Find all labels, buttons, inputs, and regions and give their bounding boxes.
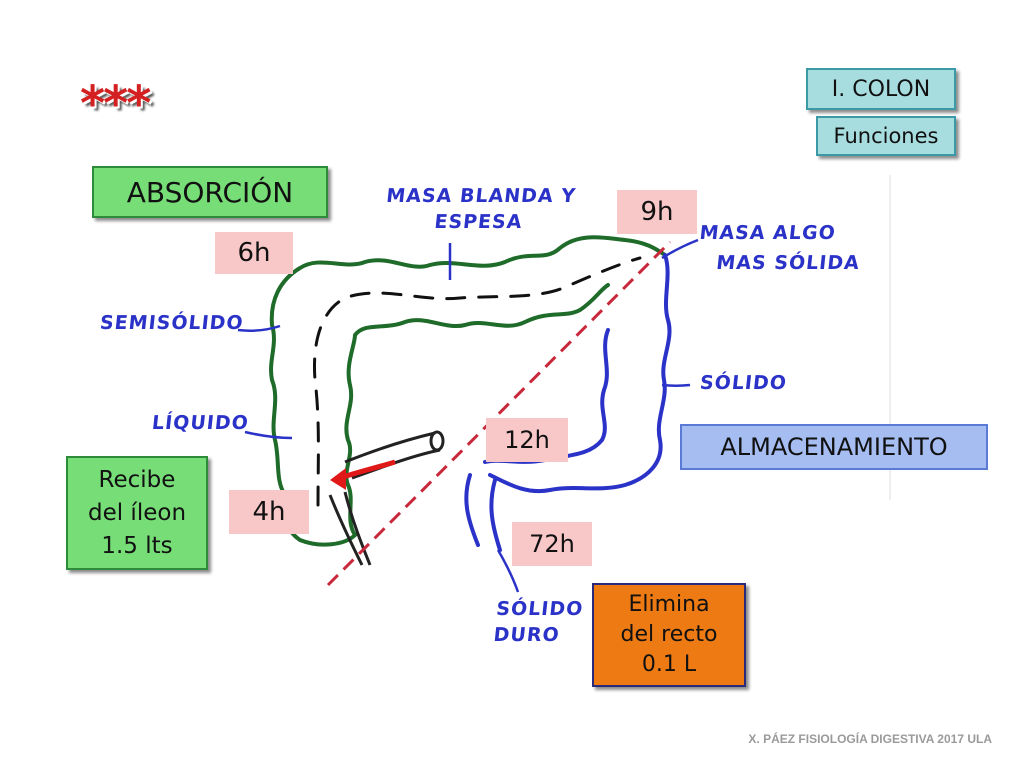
recibe-line-1: Recibe — [98, 466, 176, 493]
appendix — [328, 494, 364, 566]
annotation-solido-duro-line-2: DURO — [492, 624, 561, 646]
elimina-line-1: Elimina — [628, 592, 710, 617]
header-title: I. COLON — [806, 68, 956, 110]
elimina-line-2: del recto — [620, 622, 718, 647]
elimina-label: Elimina del recto 0.1 L — [592, 583, 746, 687]
annotation-semisolido: SEMISÓLIDO — [98, 312, 245, 334]
annotation-masa-algo-line-2: MAS SÓLIDA — [715, 252, 861, 274]
division-dashed-line — [326, 240, 672, 587]
ileum — [344, 430, 445, 480]
leader-lines — [237, 238, 699, 593]
header-subtitle: Funciones — [816, 116, 956, 156]
annotation-masa-algo-line-1: MASA ALGO — [698, 222, 837, 244]
time-9h: 9h — [617, 190, 697, 234]
annotation-masa-blanda-line-1: MASA BLANDA Y — [385, 185, 578, 207]
time-4h: 4h — [229, 490, 309, 534]
footer-credit: X. PÁEZ FISIOLOGÍA DIGESTIVA 2017 ULA — [748, 732, 992, 746]
annotation-solido-duro-line-1: SÓLIDO — [495, 598, 585, 620]
recibe-label: Recibe del íleon 1.5 lts — [66, 456, 208, 570]
time-12h: 12h — [486, 418, 568, 462]
annotation-masa-blanda: MASA BLANDA Y ESPESA — [382, 183, 577, 235]
elimina-line-3: 0.1 L — [641, 652, 697, 677]
ileum-arrow — [330, 459, 396, 490]
annotation-masa-algo: MASA ALGO MAS SÓLIDA — [695, 218, 865, 278]
stars-decoration: *** — [80, 76, 151, 132]
time-6h: 6h — [215, 232, 293, 274]
recibe-line-3: 1.5 lts — [101, 532, 173, 559]
annotation-solido-duro: SÓLIDO DURO — [492, 596, 584, 648]
annotation-liquido: LÍQUIDO — [150, 412, 250, 434]
time-72h: 72h — [512, 522, 592, 566]
annotation-masa-blanda-line-2: ESPESA — [433, 211, 524, 233]
colon-blue-wall — [464, 253, 672, 552]
recibe-line-2: del íleon — [87, 499, 187, 526]
almacenamiento-label: ALMACENAMIENTO — [680, 424, 988, 470]
absorcion-label: ABSORCIÓN — [92, 166, 328, 218]
annotation-solido: SÓLIDO — [698, 372, 789, 394]
colon-midline — [312, 256, 642, 507]
